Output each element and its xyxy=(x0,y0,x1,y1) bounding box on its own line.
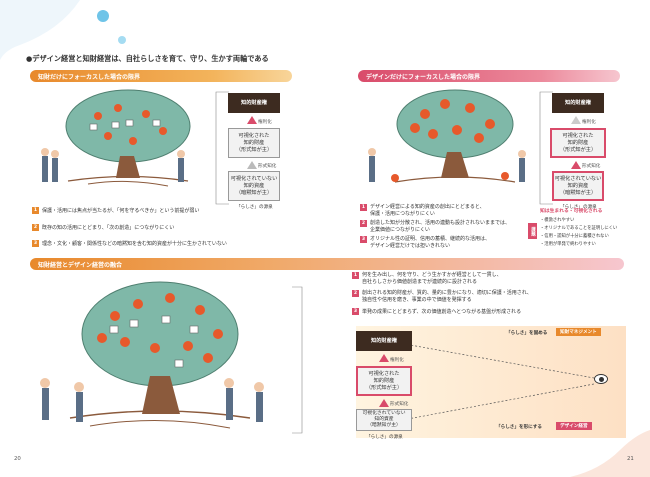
arrow-up-icon xyxy=(571,116,581,124)
invisible-assets-box-bottom: 可視化されていない 知的資産 （暗黙知が主） xyxy=(356,409,412,431)
lower-label: 「らしさ」を形にする xyxy=(496,425,542,430)
section-band-left: 知財だけにフォーカスした場合の限界 xyxy=(30,70,292,82)
bracket-line xyxy=(292,286,303,434)
tree-illustration-left xyxy=(41,89,191,187)
ip-rights-box-right: 知的財産権 xyxy=(552,93,604,113)
visualized-ip-box-bottom: 可視化された 知的財産 （形式知が主） xyxy=(356,366,412,396)
issues-label: 課題 xyxy=(528,223,537,239)
ip-rights-box-bottom: 知的財産権 xyxy=(356,331,412,351)
section-band-right: デザインだけにフォーカスした場合の限界 xyxy=(358,70,620,82)
issue-item: ・活用が単発で終わりやすい xyxy=(540,242,596,247)
visualized-ip-box-right: 可視化された 知的財産 （形式知が主） xyxy=(550,128,606,158)
arrow-label-formalize: 形式知化 xyxy=(582,164,601,169)
arrow-up-icon xyxy=(379,354,389,362)
page-number-left: 20 xyxy=(14,456,21,462)
ip-rights-box-left: 知的財産権 xyxy=(228,93,280,113)
design-management-tag: デザイン経営 xyxy=(556,422,592,430)
tree-illustration-right xyxy=(368,89,526,183)
issue-item: ・信用・認知が十分に蓄積されない xyxy=(540,234,609,239)
bracket-line xyxy=(539,91,553,205)
source-caption-right: 「らしさ」の源泉 xyxy=(560,205,597,210)
issue-item: ・模倣されやすい xyxy=(540,218,575,223)
issues-panel: 課題 知は生まれる・可視化される ・模倣されやすい ・オリジナルであることを証明… xyxy=(528,207,626,252)
arrow-label-rights: 権利化 xyxy=(258,120,272,125)
arrow-label-formalize: 形式知化 xyxy=(258,164,277,169)
arrow-up-icon xyxy=(247,116,257,124)
decorative-corner xyxy=(570,430,650,477)
arrow-label-formalize: 形式知化 xyxy=(390,402,409,407)
source-caption-left: 「らしさ」の源泉 xyxy=(236,205,273,210)
ip-management-tag: 知財マネジメント xyxy=(556,328,601,336)
source-caption-bottom: 「らしさ」の源泉 xyxy=(366,435,403,440)
arrow-label-rights: 権利化 xyxy=(390,358,404,363)
upper-label: 「らしさ」を固める xyxy=(506,331,548,336)
page-title: ●デザイン経営と知財経営は、自社らしさを育て、守り、生かす両輪である xyxy=(26,54,269,63)
invisible-assets-box-right: 可視化されていない 知的資産 （暗黙知が主） xyxy=(552,171,604,201)
arrow-up-icon xyxy=(247,161,257,169)
visualized-ip-box-left: 可視化された 知的財産 （形式知が主） xyxy=(228,128,280,158)
tree-illustration-bottom xyxy=(40,281,264,429)
bracket-line xyxy=(215,91,229,205)
fusion-wedge xyxy=(356,326,626,438)
eye-icon xyxy=(594,374,608,384)
section-band-bottom: 知財経営とデザイン経営の融合 xyxy=(30,258,624,270)
page-number-right: 21 xyxy=(627,456,634,462)
arrow-up-icon xyxy=(379,399,389,407)
issue-item: ・オリジナルであることを証明しにくい xyxy=(540,226,618,231)
decorative-circles xyxy=(0,0,126,60)
invisible-assets-box-left: 可視化されていない 知的資産 （暗黙知が主） xyxy=(228,171,280,201)
issues-title: 知は生まれる・可視化される xyxy=(540,209,603,214)
arrow-label-rights: 権利化 xyxy=(582,120,596,125)
arrow-up-icon xyxy=(571,161,581,169)
